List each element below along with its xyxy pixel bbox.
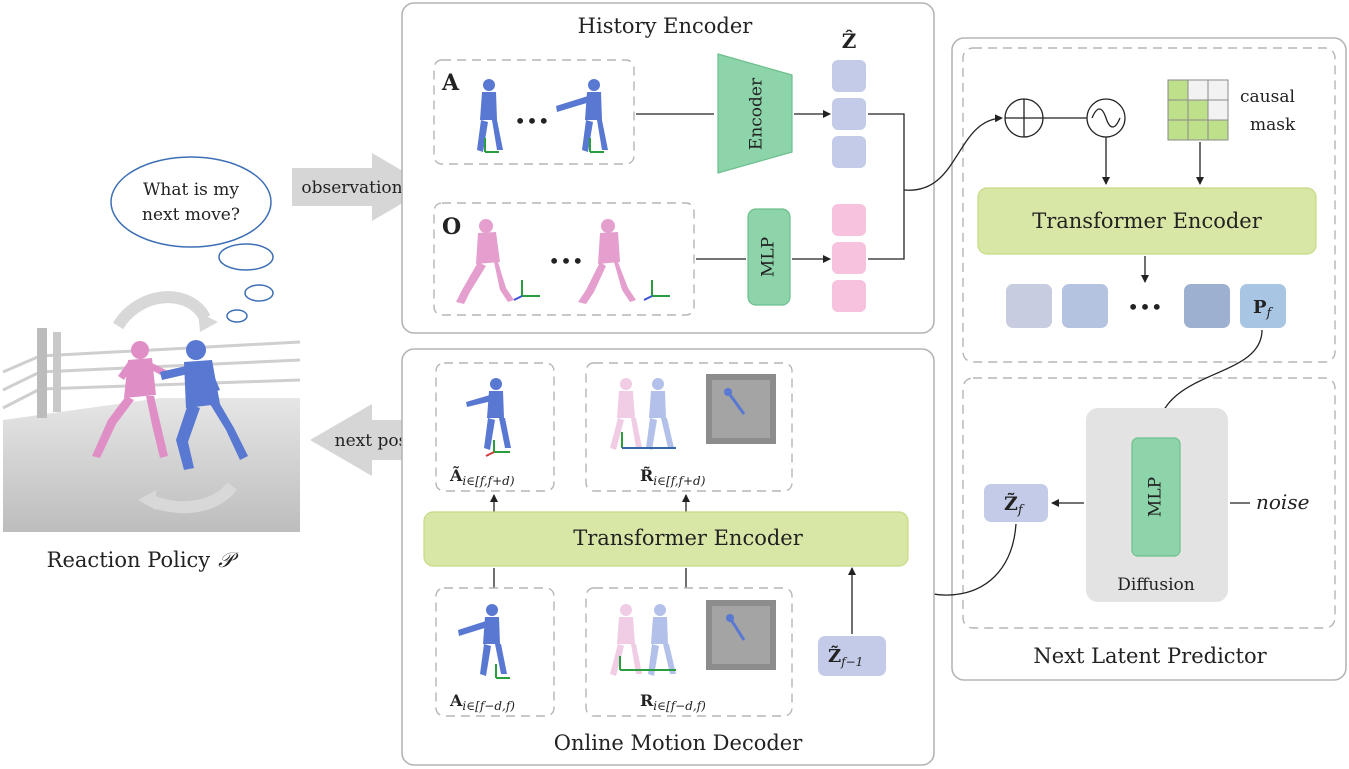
ellipsis: ••• [1127, 295, 1162, 319]
observation-token [832, 280, 866, 312]
opponent-pose-figure [456, 219, 514, 304]
online-motion-decoder-title: Online Motion Decoder [554, 731, 803, 755]
rotation-arrow-top [112, 291, 211, 330]
history-encoder-panel: History Encoder A ••• O [401, 2, 935, 334]
causal-mask-grid [1167, 79, 1229, 141]
r-past-label: Ri∈[f−d,f) [640, 691, 706, 713]
pink-fighter-figure [92, 341, 170, 458]
decoder-transformer-label: Transformer Encoder [573, 526, 804, 550]
encoder-label: Encoder [747, 77, 767, 150]
r-future-label: R̃i∈[f,f+d) [640, 466, 706, 488]
thought-line-2: next move? [142, 205, 240, 225]
relation-pose-figures [610, 604, 676, 676]
output-token [1184, 284, 1230, 328]
agent-history-frames [433, 59, 635, 165]
latent-token [832, 60, 866, 92]
future-relation-frame [585, 362, 793, 492]
diffusion-mlp-label: MLP [1146, 477, 1166, 517]
reaction-policy-scene [2, 291, 301, 532]
noise-label: noise [1256, 490, 1309, 514]
output-token [1062, 284, 1108, 328]
z-tilde-f-label: Z̃f [1004, 493, 1025, 518]
observation-label: observation [301, 178, 402, 198]
predictor-transformer-label: Transformer Encoder [1032, 209, 1263, 233]
latent-token [832, 98, 866, 130]
observation-arrow: observation [292, 153, 430, 221]
rotation-arrow-bottom [147, 482, 237, 514]
decoder-transformer-encoder [423, 511, 909, 567]
blue-fighter-figure [160, 340, 248, 470]
output-token [1006, 284, 1052, 328]
ellipsis: ••• [514, 109, 549, 133]
mask-label: mask [1250, 115, 1296, 135]
a-past-label: Ai∈[f−d,f) [449, 691, 515, 713]
ring-post [53, 332, 61, 412]
diffusion-label: Diffusion [1117, 575, 1194, 595]
mlp-block [747, 208, 791, 306]
thought-bubble: What is my next move? [110, 156, 274, 323]
agent-pose-figure [556, 79, 608, 152]
autoregressive-section [962, 47, 1336, 363]
z-hat-label: Ẑ [842, 29, 857, 53]
z-tilde-prev-label: Z̃f−1 [828, 645, 863, 669]
latent-token [832, 136, 866, 168]
past-agent-frame [435, 587, 555, 717]
diffusion-mlp-block [1131, 437, 1181, 557]
next-latent-predictor-title: Next Latent Predictor [1033, 644, 1267, 668]
relation-pose-figures [610, 378, 674, 450]
agent-pose-figure [466, 378, 511, 450]
mlp-label: MLP [759, 237, 779, 277]
p-f-label: Pf [1253, 297, 1274, 321]
next-pose-label: next pose [335, 431, 418, 451]
future-agent-frame [435, 362, 555, 492]
thought-line-1: What is my [143, 180, 239, 200]
label-a: A [441, 70, 460, 96]
ellipsis: ••• [548, 249, 583, 273]
a-future-label: Ãi∈[f,f+d) [449, 464, 515, 488]
ring-post [37, 328, 47, 418]
causal-label: causal [1240, 87, 1295, 107]
agent-pose-figure [458, 604, 507, 676]
p-f-token [1240, 284, 1286, 328]
online-motion-decoder-panel: Online Motion Decoder Ãi∈[f,f+d) [401, 348, 935, 766]
history-encoder-title: History Encoder [578, 14, 754, 38]
predictor-transformer-encoder [977, 187, 1317, 255]
opponent-observation-frames [433, 202, 695, 316]
diffusion-section [962, 377, 1336, 629]
past-relation-frame [585, 587, 793, 717]
observation-token [832, 204, 866, 236]
label-o: O [442, 214, 461, 240]
z-tilde-prev-token [818, 636, 886, 676]
encoder-block [717, 53, 793, 174]
observation-token [832, 242, 866, 274]
z-tilde-f-token [984, 484, 1048, 522]
next-latent-predictor-panel: Next Latent Predictor causal mask T [881, 37, 1347, 681]
agent-pose-figure [477, 79, 503, 152]
opponent-pose-figure [578, 219, 636, 304]
